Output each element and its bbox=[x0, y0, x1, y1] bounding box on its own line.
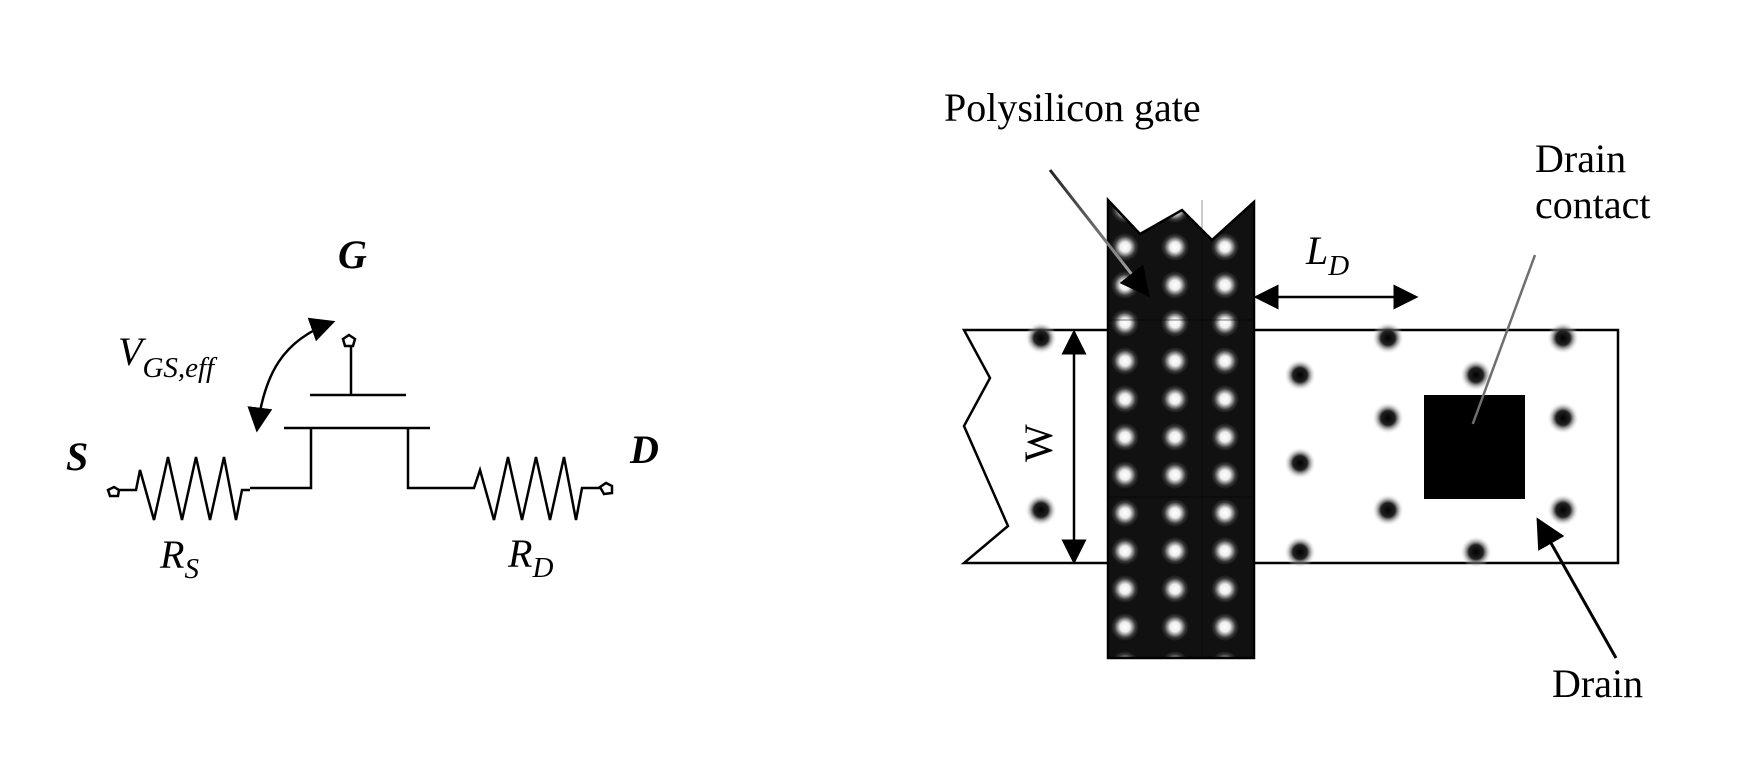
drain-label: Drain bbox=[1552, 661, 1643, 706]
source-terminal bbox=[106, 485, 121, 498]
drain-contact-leader bbox=[1461, 254, 1537, 448]
rs-label-subscript: S bbox=[184, 553, 199, 585]
drain-terminal bbox=[598, 481, 614, 496]
drain-leg bbox=[406, 428, 456, 490]
ld-label-subscript: D bbox=[1327, 250, 1349, 282]
drain-contact-label-line2: contact bbox=[1535, 182, 1651, 227]
drain-leader bbox=[1536, 517, 1618, 659]
polysilicon-gate-label: Polysilicon gate bbox=[944, 85, 1201, 130]
drain-contact bbox=[1424, 395, 1525, 499]
gate-terminal bbox=[341, 333, 357, 348]
rd-label: RD bbox=[507, 531, 553, 584]
vgs-label-subscript: GS,eff bbox=[142, 352, 218, 384]
drain-resistor bbox=[456, 456, 600, 521]
ld-label-main: L bbox=[1305, 228, 1328, 273]
vgs-label-main: V bbox=[118, 329, 147, 374]
rd-label-subscript: D bbox=[531, 552, 553, 584]
gate-label: G bbox=[338, 232, 367, 277]
source-resistor bbox=[119, 456, 250, 521]
rs-label: RS bbox=[159, 532, 199, 585]
width-label: W bbox=[1016, 424, 1061, 462]
mosfet-layout: W LD Polysilicon gate Drain contact Drai… bbox=[944, 85, 1651, 706]
ld-label: LD bbox=[1305, 228, 1349, 282]
mosfet-circuit: G S RS D RD VGS,eff bbox=[66, 232, 659, 585]
vgs-arrow bbox=[247, 317, 336, 433]
source-label: S bbox=[66, 434, 88, 479]
drain-contact-label-line1: Drain bbox=[1535, 136, 1626, 181]
polysilicon-gate bbox=[1106, 196, 1256, 660]
source-leg bbox=[250, 428, 313, 490]
drain-diffusion-dots bbox=[1284, 322, 1579, 568]
drain-terminal-label: D bbox=[629, 427, 659, 472]
polysilicon-gate-leader bbox=[1048, 169, 1150, 298]
vgs-label: VGS,eff bbox=[118, 329, 218, 384]
source-diffusion-dots bbox=[1025, 322, 1057, 526]
rs-label-main: R bbox=[159, 532, 184, 577]
rd-label-main: R bbox=[507, 531, 532, 576]
